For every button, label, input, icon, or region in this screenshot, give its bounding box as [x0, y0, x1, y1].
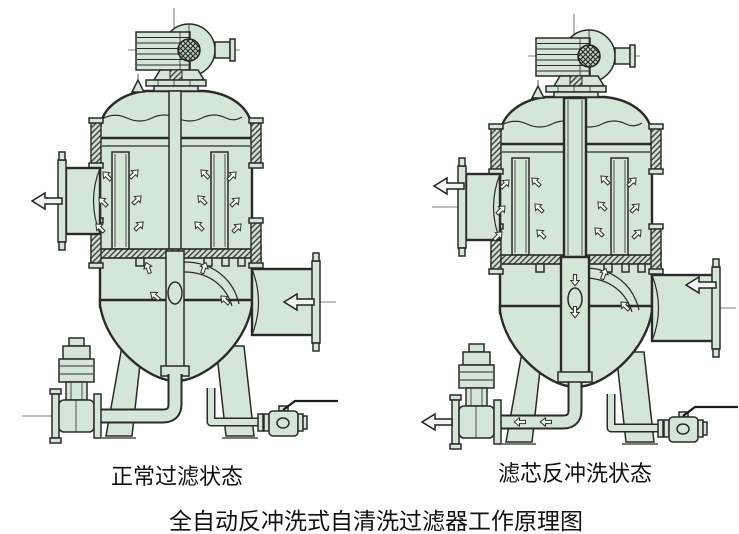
left-filter-unit [22, 8, 338, 443]
backwash-pipe-overlay [557, 96, 593, 383]
left-state-label: 正常过滤状态 [110, 464, 244, 489]
diagram-title: 全自动反冲洗式自清洗过滤器工作原理图 [169, 508, 583, 534]
drain-discharge-arrow [421, 413, 453, 431]
right-filter-unit [422, 14, 738, 449]
right-state-label: 滤芯反冲洗状态 [497, 461, 653, 486]
filter-vessel-drawing [22, 8, 338, 443]
